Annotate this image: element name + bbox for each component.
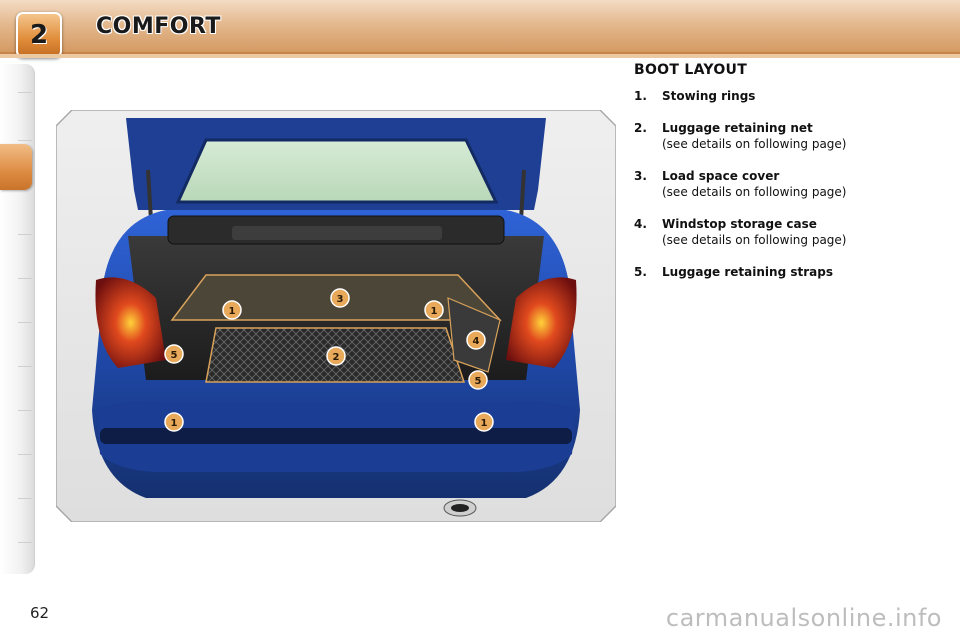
- legend-label: Luggage retaining straps: [662, 265, 833, 279]
- legend-item: 3. Load space cover (see details on foll…: [634, 168, 944, 200]
- svg-text:5: 5: [475, 376, 482, 387]
- legend-note: (see details on following page): [662, 233, 847, 247]
- legend-label: Luggage retaining net: [662, 121, 813, 135]
- svg-text:3: 3: [337, 294, 344, 305]
- legend-label: Windstop storage case: [662, 217, 817, 231]
- svg-text:2: 2: [333, 352, 340, 363]
- callout-marker: 5: [468, 370, 488, 390]
- tab-divider: [18, 410, 32, 411]
- page-number: 62: [30, 604, 50, 622]
- legend-number: 5.: [634, 265, 647, 279]
- chapter-number-badge: 2: [16, 12, 62, 58]
- svg-text:1: 1: [481, 418, 488, 429]
- tab-divider: [18, 322, 32, 323]
- legend-label: Load space cover: [662, 169, 780, 183]
- callout-marker: 5: [164, 344, 184, 364]
- tab-divider: [18, 140, 32, 141]
- svg-text:1: 1: [171, 418, 178, 429]
- tab-divider: [18, 498, 32, 499]
- tab-active-chapter[interactable]: [0, 144, 32, 190]
- callout-marker: 4: [466, 330, 486, 350]
- watermark[interactable]: carmanualsonline.info: [665, 604, 942, 632]
- callout-marker: 1: [474, 412, 494, 432]
- tab-divider: [18, 542, 32, 543]
- legend-note: (see details on following page): [662, 137, 847, 151]
- callout-marker: 1: [424, 300, 444, 320]
- legend-item: 4. Windstop storage case (see details on…: [634, 216, 944, 248]
- boot-layout-illustration: 1 3 1 5 2 4 5: [55, 109, 617, 523]
- legend-number: 2.: [634, 121, 647, 135]
- chapter-title: COMFORT: [96, 14, 221, 39]
- callout-marker: 3: [330, 288, 350, 308]
- section-title: BOOT LAYOUT: [634, 62, 748, 78]
- tab-divider: [18, 366, 32, 367]
- legend-item: 1. Stowing rings: [634, 88, 944, 104]
- callout-marker: 1: [222, 300, 242, 320]
- car-rear-view-image: 1 3 1 5 2 4 5: [55, 109, 617, 523]
- callout-markers: 1 3 1 5 2 4 5: [164, 288, 494, 432]
- svg-text:1: 1: [229, 306, 236, 317]
- tab-divider: [18, 92, 32, 93]
- svg-text:1: 1: [431, 306, 438, 317]
- callout-marker: 2: [326, 346, 346, 366]
- chapter-tab-strip: [0, 64, 35, 574]
- tab-divider: [18, 454, 32, 455]
- chapter-header: 2 COMFORT: [0, 0, 960, 58]
- legend-number: 1.: [634, 89, 647, 103]
- legend-item: 5. Luggage retaining straps: [634, 264, 944, 280]
- svg-text:4: 4: [473, 336, 480, 347]
- tab-divider: [18, 278, 32, 279]
- legend-number: 4.: [634, 217, 647, 231]
- legend-item: 2. Luggage retaining net (see details on…: [634, 120, 944, 152]
- tab-divider: [18, 234, 32, 235]
- boot-layout-legend: 1. Stowing rings 2. Luggage retaining ne…: [634, 88, 944, 296]
- legend-note: (see details on following page): [662, 185, 847, 199]
- legend-number: 3.: [634, 169, 647, 183]
- svg-text:5: 5: [171, 350, 178, 361]
- callout-marker: 1: [164, 412, 184, 432]
- legend-label: Stowing rings: [662, 89, 756, 103]
